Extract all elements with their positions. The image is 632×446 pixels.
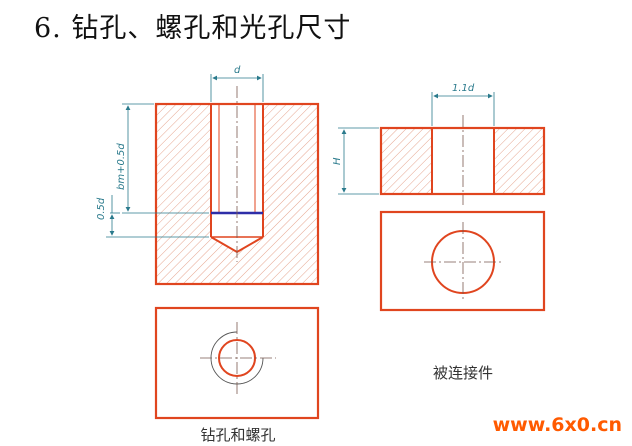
dimension-label-H: H bbox=[332, 157, 343, 165]
tapped-hole-section-view bbox=[154, 86, 320, 286]
tapped-hole-top-view bbox=[154, 306, 320, 420]
dimension-label-bm: bm+0.5d bbox=[116, 143, 127, 190]
dimension-bm: bm+0.5d bbox=[116, 103, 209, 214]
dimension-label-d: d bbox=[234, 65, 241, 76]
caption-tapped-hole: 钻孔和螺孔 bbox=[200, 426, 275, 444]
clearance-hole-section-view bbox=[379, 115, 546, 205]
dimension-1-1d: 1.1d bbox=[431, 83, 495, 126]
caption-connected-part: 被连接件 bbox=[433, 364, 493, 382]
dimension-label-1-1d: 1.1d bbox=[452, 83, 475, 94]
dimension-label-half-d: 0.5d bbox=[96, 197, 107, 220]
watermark: www.6x0.cn bbox=[492, 414, 622, 436]
page-title: 6. 钻孔、螺孔和光孔尺寸 bbox=[34, 13, 352, 44]
dimension-d: d bbox=[210, 65, 264, 102]
clearance-hole-top-view bbox=[379, 210, 546, 312]
dimension-half-d: 0.5d bbox=[96, 195, 209, 238]
dimension-H: H bbox=[332, 127, 379, 195]
